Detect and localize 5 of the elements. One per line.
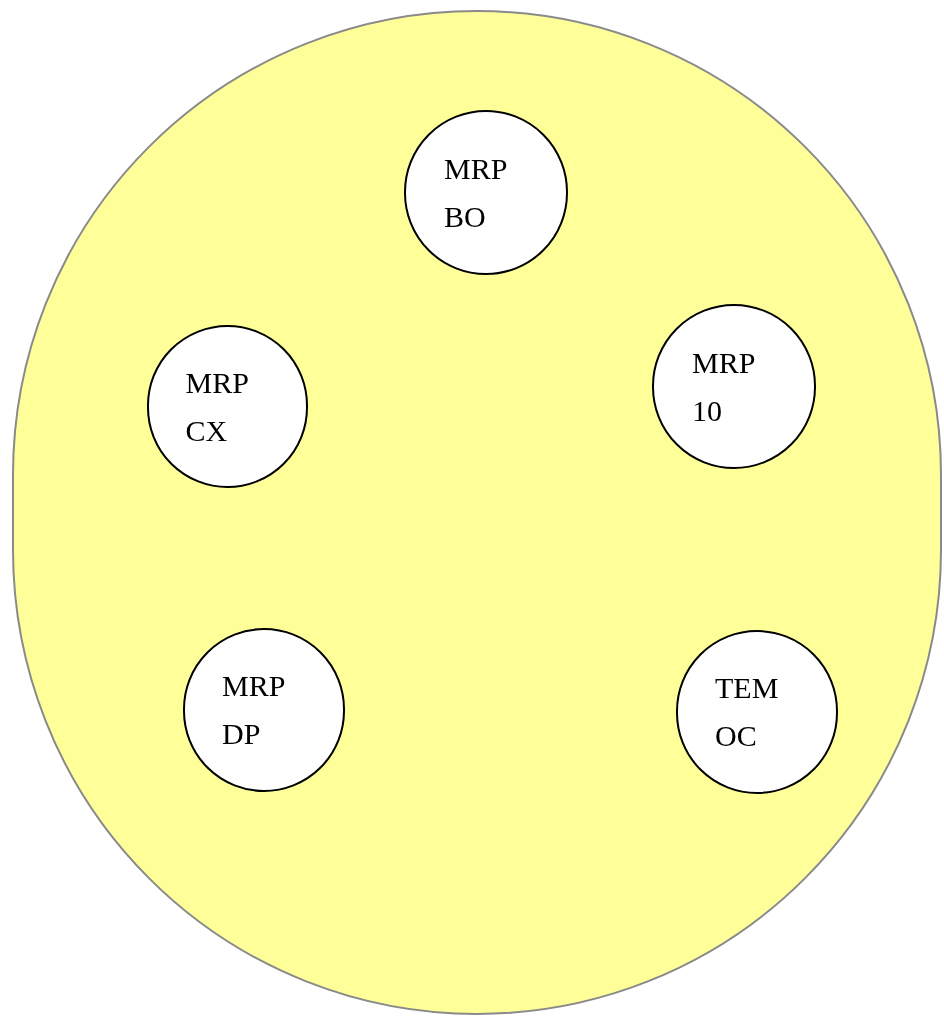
circle-label: MRP CX [185, 364, 249, 449]
circle-label: MRP BO [444, 150, 508, 235]
circle-label: MRP DP [222, 668, 286, 752]
circle-label: TEM OC [715, 670, 780, 754]
circle-label: MRP 10 [692, 344, 756, 429]
